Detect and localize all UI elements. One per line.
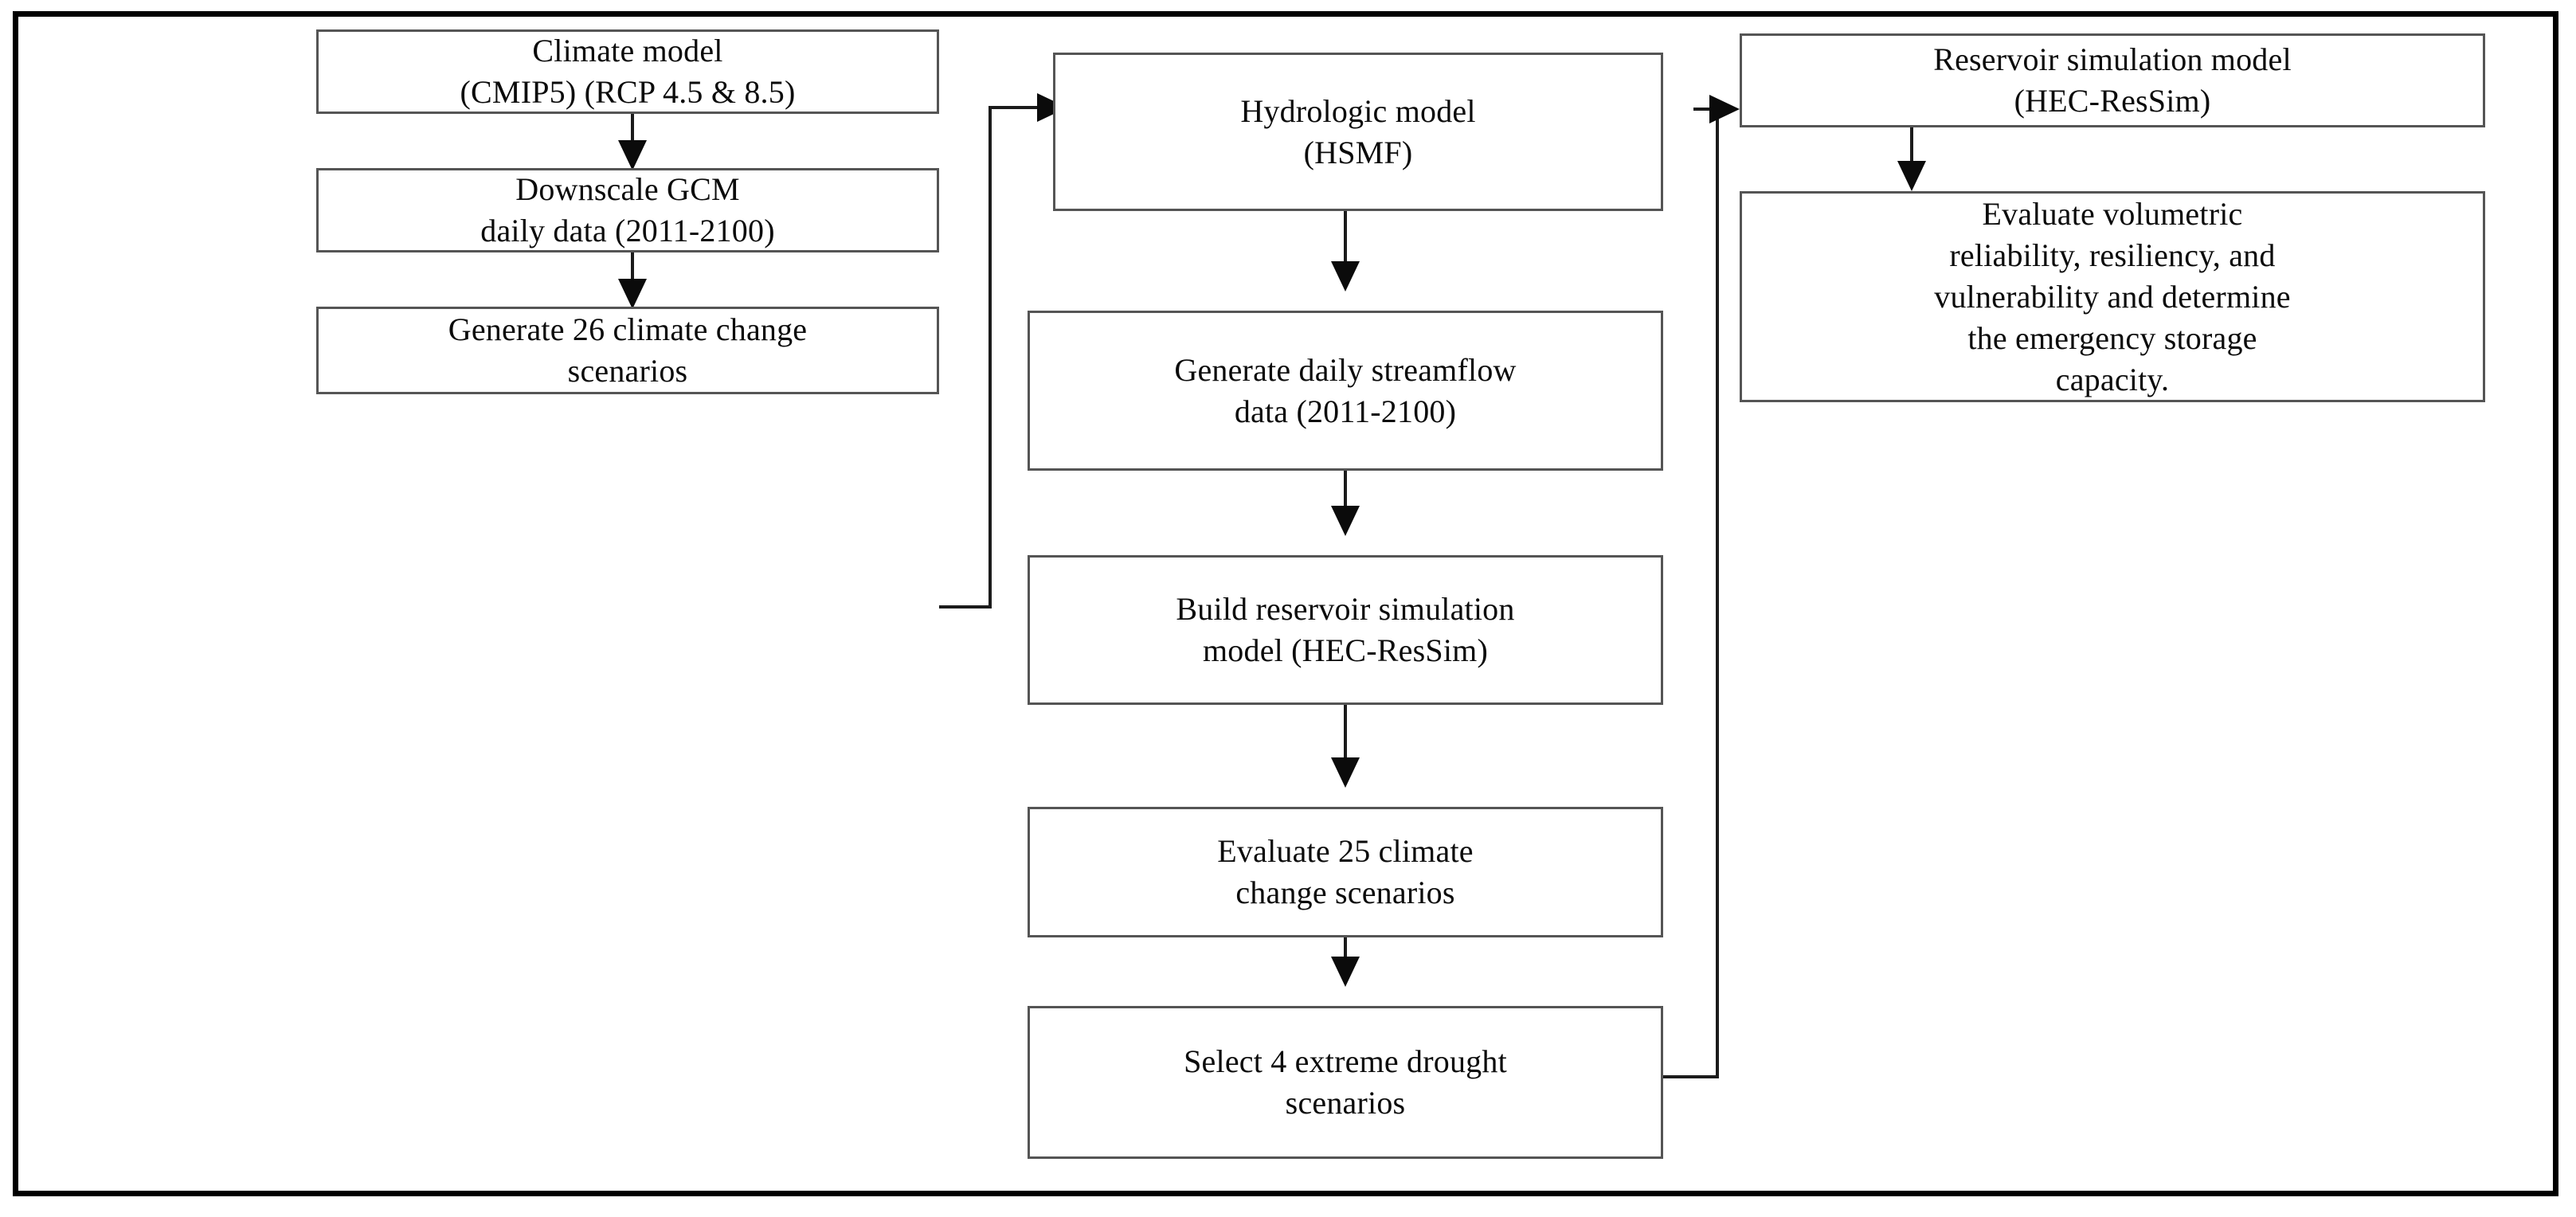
- edge-streamflow-to-build-model: [1331, 471, 1360, 536]
- node-label: Evaluate volumetric reliability, resilie…: [1934, 195, 2291, 397]
- edge-select-drought-to-reservoir-model: [1663, 95, 1740, 1078]
- node-label: Build reservoir simulation model (HEC-Re…: [1176, 591, 1515, 668]
- node-evaluate-performance[interactable]: Evaluate volumetric reliability, resilie…: [1740, 191, 2485, 402]
- edge-climate-model-to-downscale: [618, 114, 647, 170]
- node-label: Climate model (CMIP5) (RCP 4.5 & 8.5): [460, 33, 796, 110]
- node-label: Select 4 extreme drought scenarios: [1184, 1043, 1507, 1121]
- node-downscale-gcm[interactable]: Downscale GCM daily data (2011-2100): [316, 168, 939, 252]
- edge-hydrologic-model-to-streamflow: [1331, 211, 1360, 292]
- node-label: Evaluate 25 climate change scenarios: [1217, 833, 1474, 910]
- node-generate-streamflow[interactable]: Generate daily streamflow data (2011-210…: [1028, 311, 1663, 471]
- edge-build-model-to-evaluate: [1331, 705, 1360, 788]
- node-label: Generate daily streamflow data (2011-210…: [1174, 351, 1517, 429]
- node-climate-model[interactable]: Climate model (CMIP5) (RCP 4.5 & 8.5): [316, 29, 939, 114]
- node-evaluate-scenarios[interactable]: Evaluate 25 climate change scenarios: [1028, 807, 1663, 937]
- node-label: Hydrologic model (HSMF): [1240, 92, 1476, 170]
- node-reservoir-simulation-model[interactable]: Reservoir simulation model (HEC-ResSim): [1740, 33, 2485, 127]
- edge-downscale-to-scenarios: [618, 252, 647, 309]
- node-label: Reservoir simulation model (HEC-ResSim): [1933, 41, 2292, 119]
- node-generate-scenarios[interactable]: Generate 26 climate change scenarios: [316, 307, 939, 394]
- edge-evaluate-to-select-drought: [1331, 937, 1360, 987]
- node-label: Downscale GCM daily data (2011-2100): [480, 171, 775, 248]
- node-select-drought-scenarios[interactable]: Select 4 extreme drought scenarios: [1028, 1006, 1663, 1159]
- edge-reservoir-model-to-evaluate-performance: [1897, 127, 1926, 191]
- node-build-reservoir-model[interactable]: Build reservoir simulation model (HEC-Re…: [1028, 555, 1663, 705]
- node-hydrologic-model[interactable]: Hydrologic model (HSMF): [1053, 53, 1663, 211]
- node-label: Generate 26 climate change scenarios: [448, 311, 808, 389]
